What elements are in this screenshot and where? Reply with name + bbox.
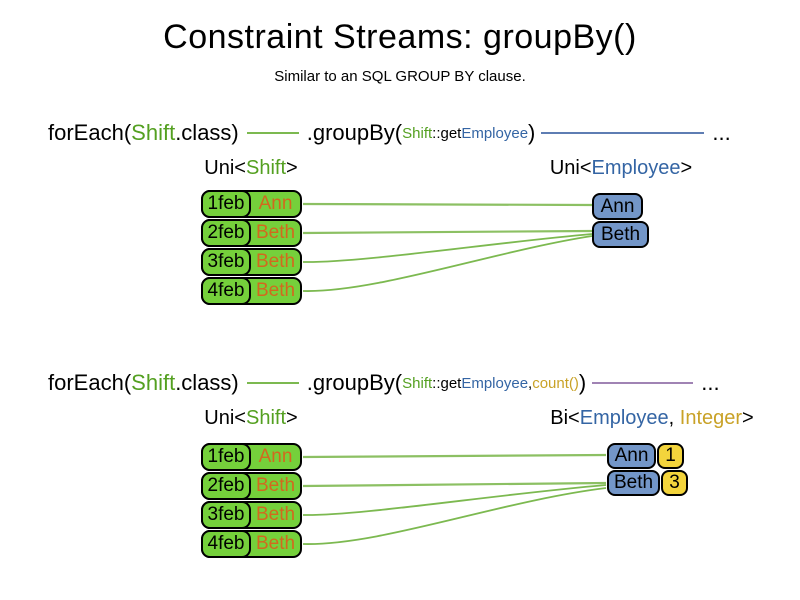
foreach-close: .class): [175, 370, 239, 395]
date-cell: 2feb: [201, 472, 251, 500]
arg-accessor: ::get: [432, 124, 462, 142]
date-cell: 2feb: [201, 219, 251, 247]
label-prefix: Bi<: [550, 407, 580, 429]
label-suffix: >: [742, 407, 754, 429]
uni-shift-label-1: Uni<Shift>: [204, 157, 297, 180]
uni-shift-label-2: Uni<Shift>: [204, 407, 297, 430]
date-cell: 1feb: [201, 190, 251, 218]
uni-employee-label: Uni<Employee>: [550, 157, 692, 180]
ellipsis: ...: [712, 120, 731, 145]
employee-cell: Ann: [258, 193, 293, 214]
employee-cell: Beth: [255, 222, 296, 243]
stream-line-green: [246, 132, 299, 134]
employee-cell: Beth: [255, 280, 296, 301]
connector-s2-row3-beth: [302, 484, 607, 516]
stream-line-blue: [541, 132, 705, 134]
employee-cell: Beth: [255, 533, 296, 554]
date-cell: 4feb: [201, 277, 251, 305]
label-prefix: Uni<: [204, 407, 246, 429]
code-line-groupby: forEach(Shift.class) .groupBy(Shift::get…: [48, 118, 731, 148]
label-type: Shift: [245, 407, 287, 429]
connector-s1-row3-beth: [302, 233, 593, 263]
connector-s1-row4-beth: [302, 235, 593, 292]
label-type: Shift: [245, 157, 287, 179]
foreach-close: .class): [175, 120, 239, 145]
label-suffix: >: [286, 157, 298, 179]
result-pair-beth: Beth 3: [607, 470, 688, 496]
table-row: 1feb Ann: [201, 190, 302, 218]
employee-cell: Beth: [255, 251, 296, 272]
connector-s2-row1-ann: [302, 453, 607, 459]
result-count-box: 1: [657, 443, 684, 469]
result-pair-ann: Ann 1: [607, 443, 684, 469]
connector-s2-row4-beth: [302, 487, 607, 545]
foreach-class-token: Shift: [131, 120, 176, 145]
label-separator: ,: [668, 407, 680, 429]
result-box-beth: Beth: [592, 221, 649, 248]
arg-aggregator: count(): [532, 374, 579, 392]
bi-employee-integer-label: Bi<Employee, Integer>: [550, 407, 753, 430]
label-prefix: Uni<: [204, 157, 246, 179]
date-cell: 3feb: [201, 248, 251, 276]
foreach-class-token: Shift: [131, 370, 176, 395]
ellipsis: ...: [701, 370, 720, 395]
groupby-open: .groupBy(: [306, 370, 403, 395]
arg-accessor: ::get: [432, 374, 462, 392]
label-suffix: >: [286, 407, 298, 429]
groupby-open: .groupBy(: [306, 120, 403, 145]
groupby-close: ): [578, 370, 587, 395]
arg-type-token: Employee: [461, 374, 529, 392]
employee-cell: Beth: [255, 475, 296, 496]
connector-s2-row2-beth: [302, 481, 607, 488]
arg-class-token: Shift: [402, 124, 433, 142]
stream-line-green: [246, 382, 299, 384]
result-employee-box: Beth: [607, 470, 660, 496]
groupby-close: ): [528, 120, 536, 145]
slide-subtitle: Similar to an SQL GROUP BY clause.: [274, 68, 526, 85]
result-count-box: 3: [661, 470, 688, 496]
label-type1: Employee: [579, 407, 669, 429]
result-box-ann: Ann: [592, 193, 643, 220]
date-cell: 3feb: [201, 501, 251, 529]
label-type2: Integer: [679, 407, 743, 429]
employee-cell: Beth: [255, 504, 296, 525]
label-suffix: >: [680, 157, 693, 179]
date-cell: 1feb: [201, 443, 251, 471]
foreach-open: forEach(: [48, 120, 132, 145]
employee-cell: Ann: [258, 446, 293, 467]
code-line-groupby-count: forEach(Shift.class) .groupBy(Shift::get…: [48, 368, 720, 398]
arg-class-token: Shift: [402, 374, 433, 392]
slide-title: Constraint Streams: groupBy(): [163, 18, 637, 56]
arg-separator: ,: [528, 374, 533, 392]
label-type: Employee: [591, 157, 681, 179]
result-employee-box: Ann: [607, 443, 656, 469]
arg-type-token: Employee: [461, 124, 529, 142]
date-cell: 4feb: [201, 530, 251, 558]
stream-line-purple: [592, 382, 694, 384]
connector-s1-row1-ann: [302, 202, 593, 207]
label-prefix: Uni<: [549, 157, 592, 179]
table-row: 1feb Ann: [201, 443, 302, 471]
foreach-open: forEach(: [48, 370, 132, 395]
connector-s1-row2-beth: [302, 229, 593, 235]
